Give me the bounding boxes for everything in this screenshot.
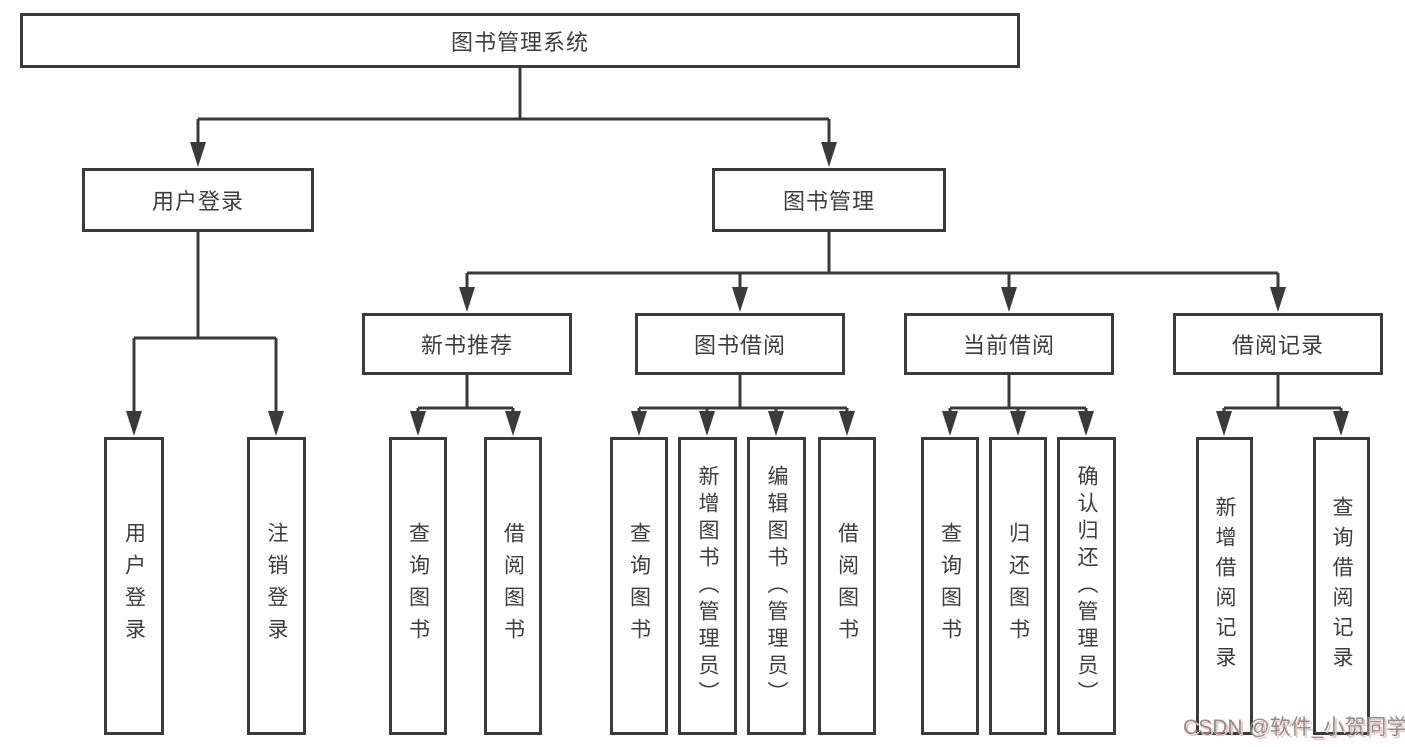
node-leaf-user-login-label: 用户登录 (122, 522, 146, 650)
node-leaf-user-login: 用户登录 (104, 437, 164, 735)
node-leaf-add-books-admin-label: 新增图书（管理员） (696, 464, 719, 708)
node-leaf-query-books-borrowing-label: 查询图书 (627, 522, 651, 650)
node-new-book-recommend-label: 新书推荐 (420, 333, 513, 358)
node-current-borrowing-label: 当前借阅 (962, 333, 1055, 358)
node-leaf-add-books-admin: 新增图书（管理员） (678, 437, 737, 735)
node-book-borrowing: 图书借阅 (635, 313, 845, 375)
node-current-borrowing: 当前借阅 (904, 313, 1114, 375)
node-root-system: 图书管理系统 (20, 13, 1020, 68)
node-user-login-label: 用户登录 (151, 189, 244, 214)
node-leaf-return-books: 归还图书 (989, 437, 1047, 735)
csdn-watermark: CSDN @软件_小贺同学 (1183, 716, 1405, 739)
node-leaf-query-books-current-label: 查询图书 (938, 522, 962, 650)
node-borrowing-records-label: 借阅记录 (1231, 333, 1324, 358)
node-leaf-query-books-recommend: 查询图书 (389, 437, 447, 735)
node-leaf-confirm-return-admin: 确认归还（管理员） (1057, 437, 1116, 735)
node-leaf-borrow-books-recommend: 借阅图书 (484, 437, 542, 735)
node-book-management: 图书管理 (712, 168, 946, 232)
node-leaf-add-borrow-record: 新增借阅记录 (1196, 437, 1253, 735)
node-leaf-edit-books-admin-label: 编辑图书（管理员） (765, 464, 788, 708)
node-leaf-edit-books-admin: 编辑图书（管理员） (747, 437, 806, 735)
node-leaf-confirm-return-admin-label: 确认归还（管理员） (1075, 464, 1098, 708)
node-leaf-return-books-label: 归还图书 (1006, 522, 1030, 650)
node-new-book-recommend: 新书推荐 (362, 313, 572, 375)
node-leaf-query-books-current: 查询图书 (921, 437, 979, 735)
node-leaf-borrow-books: 借阅图书 (818, 437, 876, 735)
node-book-borrowing-label: 图书借阅 (693, 333, 786, 358)
node-leaf-query-borrow-record: 查询借阅记录 (1313, 437, 1370, 735)
node-borrowing-records: 借阅记录 (1173, 313, 1383, 375)
node-leaf-add-borrow-record-label: 新增借阅记录 (1213, 496, 1236, 676)
node-root-label: 图书管理系统 (450, 29, 589, 55)
node-book-management-label: 图书管理 (782, 189, 875, 214)
node-user-login: 用户登录 (82, 168, 314, 232)
node-leaf-query-books-recommend-label: 查询图书 (406, 522, 430, 650)
node-leaf-query-borrow-record-label: 查询借阅记录 (1330, 496, 1353, 676)
node-leaf-logout-label: 注销登录 (265, 522, 288, 650)
node-leaf-borrow-books-recommend-label: 借阅图书 (501, 522, 525, 650)
node-leaf-query-books-borrowing: 查询图书 (610, 437, 668, 735)
node-leaf-logout: 注销登录 (247, 437, 306, 735)
node-leaf-borrow-books-label: 借阅图书 (835, 522, 859, 650)
